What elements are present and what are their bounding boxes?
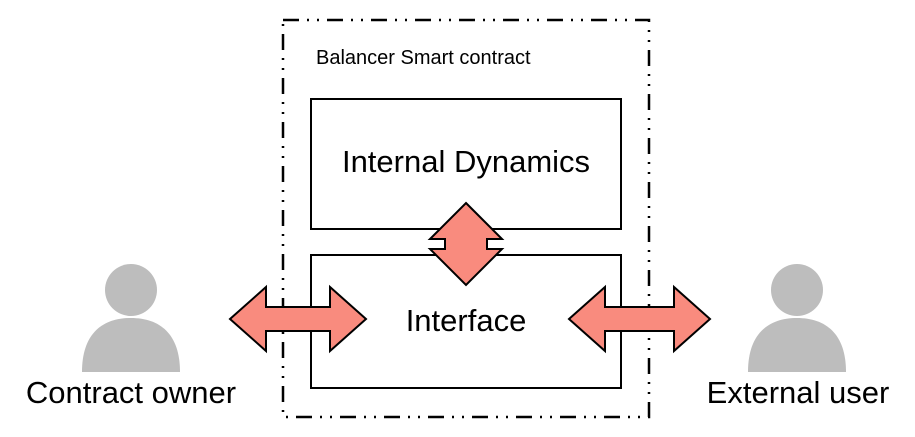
right-double-arrow-icon bbox=[567, 284, 712, 354]
smart-contract-label: Balancer Smart contract bbox=[316, 47, 531, 69]
external-user-label: External user bbox=[707, 375, 890, 410]
interface-label: Interface bbox=[406, 303, 527, 338]
contract-owner-person-icon bbox=[82, 264, 180, 372]
external-user-person-icon bbox=[748, 264, 846, 372]
internal-dynamics-label: Internal Dynamics bbox=[342, 144, 590, 179]
smart-contract-boundary bbox=[281, 18, 651, 419]
vertical-double-arrow-icon bbox=[427, 201, 505, 287]
left-double-arrow-icon bbox=[228, 284, 368, 354]
contract-owner-label: Contract owner bbox=[26, 375, 236, 410]
